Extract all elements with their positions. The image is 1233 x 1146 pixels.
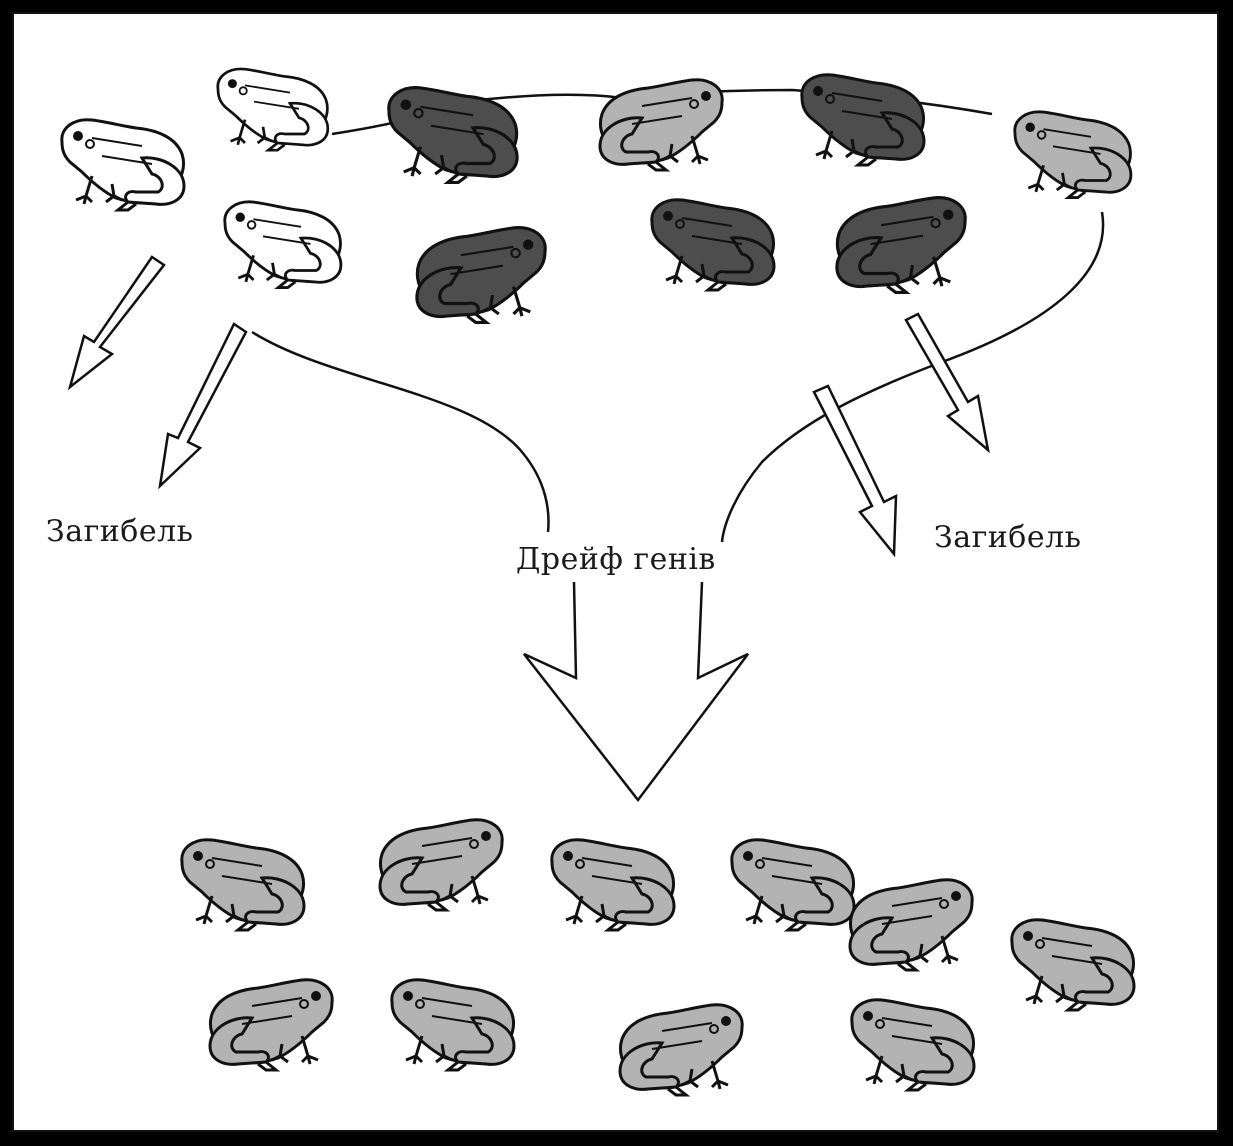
frog-dark-2 bbox=[417, 228, 545, 323]
frog-gray-1 bbox=[600, 80, 722, 170]
drift-arrow bbox=[524, 582, 748, 800]
frog-gray-2 bbox=[1015, 112, 1131, 198]
frog-gray-bottom-9 bbox=[620, 1005, 742, 1095]
frog-white-3 bbox=[225, 202, 341, 288]
frog-dark-3 bbox=[652, 200, 774, 290]
label-death-left: Загибель bbox=[46, 514, 194, 549]
frog-dark-5 bbox=[837, 198, 965, 293]
frog-gray-bottom-2 bbox=[380, 820, 502, 910]
arrow-death-right-1 bbox=[906, 314, 988, 450]
frog-gray-bottom-8 bbox=[392, 980, 514, 1070]
frog-gray-bottom-7 bbox=[210, 980, 332, 1070]
frog-gray-bottom-6 bbox=[1012, 920, 1134, 1010]
label-death-right: Загибель bbox=[934, 520, 1082, 555]
arrow-death-left-2 bbox=[160, 324, 246, 486]
boundary-left-curve bbox=[252, 332, 549, 532]
frog-gray-bottom-3 bbox=[552, 840, 674, 930]
arrow-death-left-1 bbox=[70, 257, 164, 387]
label-drift: Дрейф генів bbox=[516, 542, 716, 577]
frog-gray-bottom-10 bbox=[852, 1000, 974, 1090]
frog-dark-1 bbox=[389, 88, 517, 183]
frog-white-1 bbox=[218, 69, 328, 150]
frog-white-2 bbox=[62, 120, 184, 210]
frog-gray-bottom-5 bbox=[850, 880, 972, 970]
frog-dark-4 bbox=[802, 75, 924, 165]
arrow-death-right-2 bbox=[814, 386, 896, 554]
frog-gray-bottom-4 bbox=[732, 840, 854, 930]
diagram-frame: Загибель Дрейф генів Загибель bbox=[12, 12, 1219, 1132]
frog-gray-bottom-1 bbox=[182, 840, 304, 930]
